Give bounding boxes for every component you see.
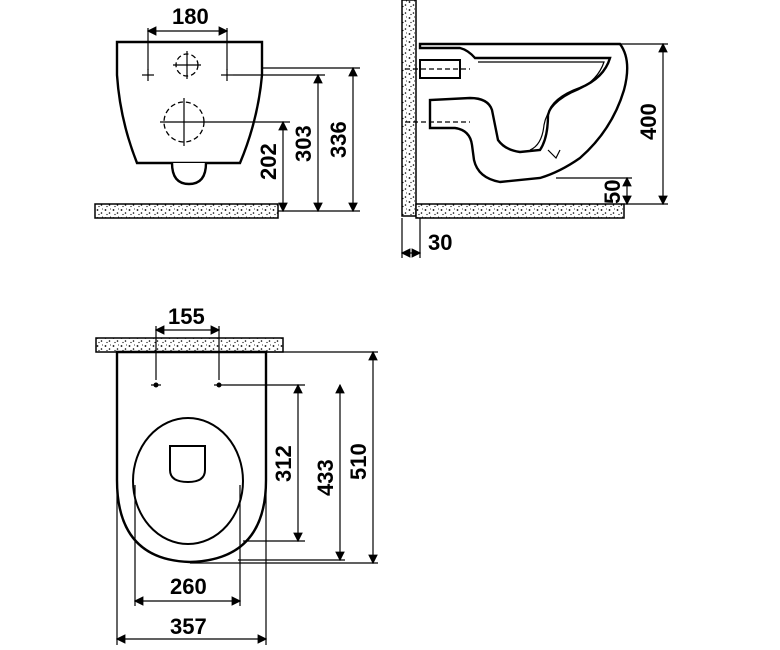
wall-section — [401, 0, 417, 217]
dim-303-label: 303 — [291, 125, 316, 162]
wall-slab-top — [95, 337, 284, 353]
dim-260-label: 260 — [170, 574, 207, 599]
top-mount-hole-right — [214, 382, 224, 388]
bowl-hole — [169, 445, 206, 484]
dim-433-label: 433 — [313, 459, 338, 496]
toilet-outlet-front — [170, 162, 208, 186]
mount-hole-left — [142, 69, 154, 81]
dim-30-label: 30 — [428, 230, 452, 255]
floor-slab-front — [94, 203, 279, 219]
top-view: 155 312 433 510 260 357 — [95, 304, 378, 645]
side-view: 400 50 30 — [400, 0, 668, 258]
toilet-outline-top — [115, 350, 268, 564]
dim-336-label: 336 — [326, 121, 351, 158]
dim-312-label: 312 — [271, 445, 296, 482]
dim-357-label: 357 — [170, 614, 207, 639]
toilet-body-side — [418, 42, 629, 184]
bowl-inner-line — [478, 61, 605, 151]
floor-slab-side — [415, 203, 625, 219]
dim-510-label: 510 — [346, 443, 371, 480]
top-mount-hole-left — [151, 382, 161, 388]
dim-180-label: 180 — [172, 4, 209, 29]
inlet-pipe — [419, 59, 461, 79]
dim-400-label: 400 — [636, 103, 661, 140]
front-view: 180 202 303 336 — [94, 4, 360, 219]
dim-50-label: 50 — [600, 180, 625, 204]
dim-155-label: 155 — [168, 304, 205, 329]
seat-opening — [132, 417, 244, 545]
mount-hole-right — [221, 69, 233, 81]
dim-202-label: 202 — [256, 143, 281, 180]
